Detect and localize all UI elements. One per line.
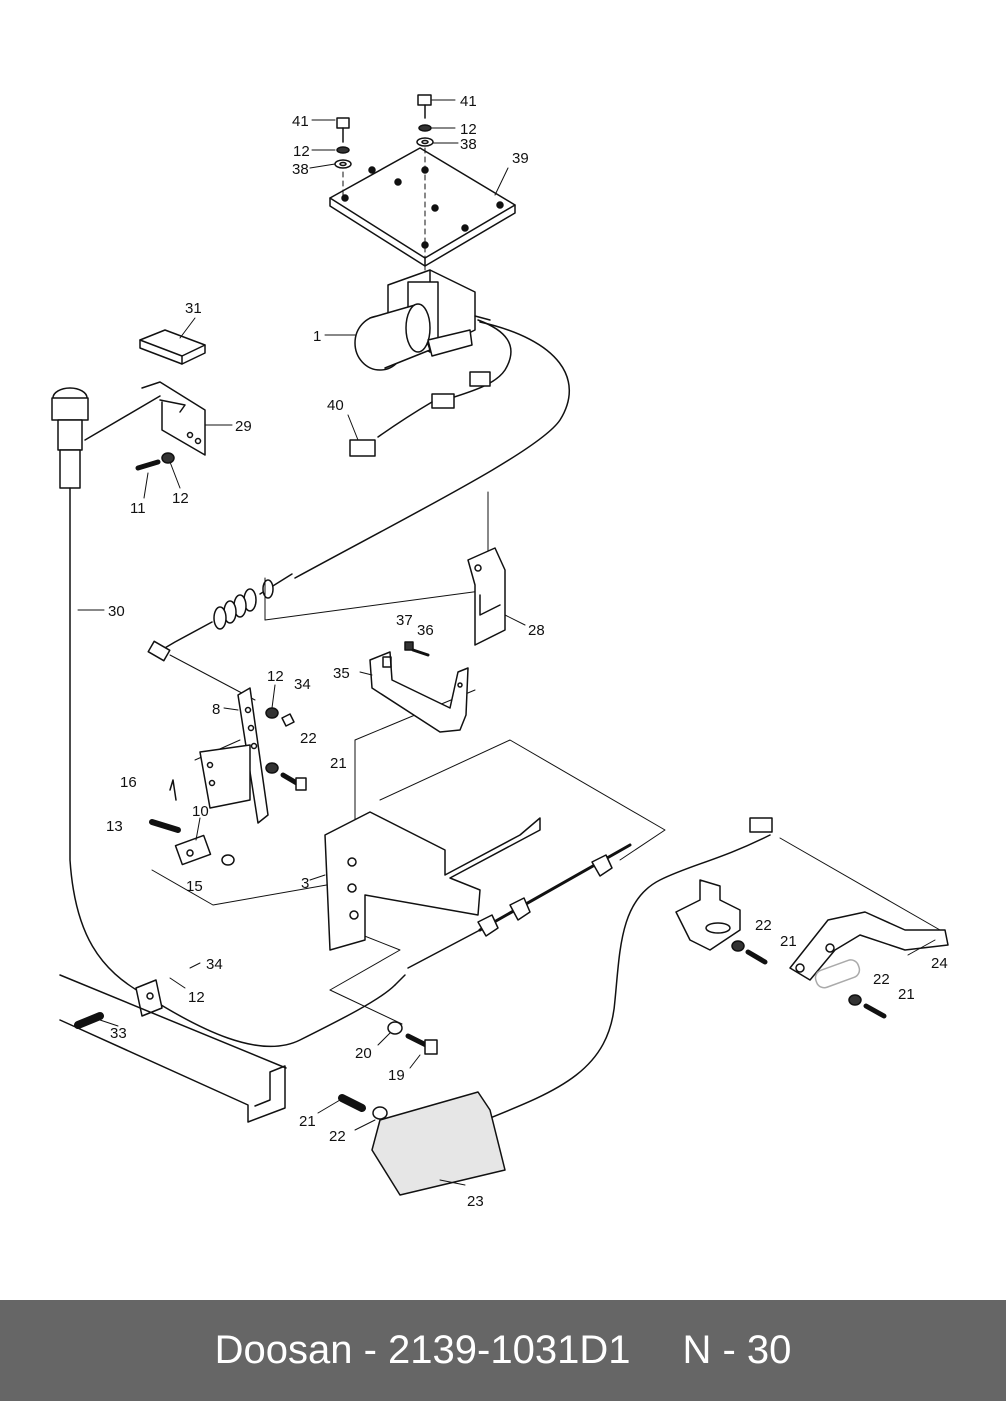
callout-31: 31 [185, 300, 202, 317]
callout-30: 30 [108, 603, 125, 620]
callout-12-lower: 12 [188, 989, 205, 1006]
callout-41-left: 41 [292, 113, 309, 130]
callout-21-lower: 21 [299, 1113, 316, 1130]
callout-8: 8 [212, 701, 220, 718]
bracket-part-35 [369, 641, 469, 733]
lever-hardware [149, 707, 307, 866]
lever-part-24 [789, 911, 949, 1019]
callout-15: 15 [186, 878, 203, 895]
knob-cable-part-30 [51, 387, 396, 1048]
callout-12-top-right: 12 [460, 121, 477, 138]
bracket-part-29 [135, 381, 206, 471]
callout-39: 39 [512, 150, 529, 167]
callout-22-mid: 22 [755, 917, 772, 934]
callout-12-upper: 12 [172, 490, 189, 507]
parts-diagram: 41 41 12 12 38 38 39 31 1 40 29 11 12 30… [51, 93, 949, 1210]
mounting-plate-part-39 [329, 147, 516, 273]
threaded-cable [394, 843, 632, 986]
footer-page-number: N - 30 [682, 1328, 792, 1372]
callout-38-right: 38 [460, 136, 477, 153]
bolt-hardware-41-12-38 [334, 94, 434, 169]
callout-21-mid: 21 [780, 933, 797, 950]
callout-22-upper: 22 [300, 730, 317, 747]
callout-38-left: 38 [292, 161, 309, 178]
callout-labels: 41 41 12 12 38 38 39 31 1 40 29 11 12 30… [106, 93, 948, 1210]
callout-12-top-left: 12 [293, 143, 310, 160]
callout-20: 20 [355, 1045, 372, 1062]
callout-41-right: 41 [460, 93, 477, 110]
footer-title: Doosan - 2139-1031D1 [214, 1328, 631, 1372]
callout-34-upper: 34 [294, 676, 311, 693]
pad-part-31 [139, 329, 206, 365]
callout-36: 36 [417, 622, 434, 639]
callout-40: 40 [327, 397, 344, 414]
callout-11: 11 [130, 500, 146, 517]
callout-13: 13 [106, 818, 123, 835]
callout-12-lever: 12 [267, 668, 284, 685]
callout-22-right: 22 [873, 971, 890, 988]
actuator-motor-part-1 [354, 269, 491, 371]
callout-22-lower: 22 [329, 1128, 346, 1145]
lever-part-8 [199, 687, 269, 824]
callout-leaders [77, 99, 936, 1186]
callout-3: 3 [301, 875, 309, 892]
pedal-bracket [675, 879, 768, 965]
footer-bar: Doosan - 2139-1031D1 N - 30 [0, 1300, 1006, 1401]
callout-29: 29 [235, 418, 252, 435]
pedal-bracket-part-3 [324, 811, 541, 951]
callout-37: 37 [396, 612, 413, 629]
callout-35: 35 [333, 665, 350, 682]
callout-33: 33 [110, 1025, 127, 1042]
callout-34-lower: 34 [206, 956, 223, 973]
callout-16: 16 [120, 774, 137, 791]
wire-harness-part-40 [349, 319, 512, 457]
boot-part-23 [371, 1091, 506, 1196]
callout-24: 24 [931, 955, 948, 972]
bracket-part-28 [467, 547, 506, 646]
callout-10: 10 [192, 803, 209, 820]
pedal-cable [484, 817, 773, 1121]
callout-21-upper: 21 [330, 755, 347, 772]
bolt-hardware-21-22 [338, 1094, 388, 1120]
bolt-hardware-19-20 [387, 1021, 438, 1055]
callout-1: 1 [313, 328, 321, 345]
callout-21-right: 21 [898, 986, 915, 1003]
callout-28: 28 [528, 622, 545, 639]
callout-23: 23 [467, 1193, 484, 1210]
throttle-cable [147, 321, 570, 662]
callout-19: 19 [388, 1067, 405, 1084]
frame-channel [59, 974, 287, 1123]
